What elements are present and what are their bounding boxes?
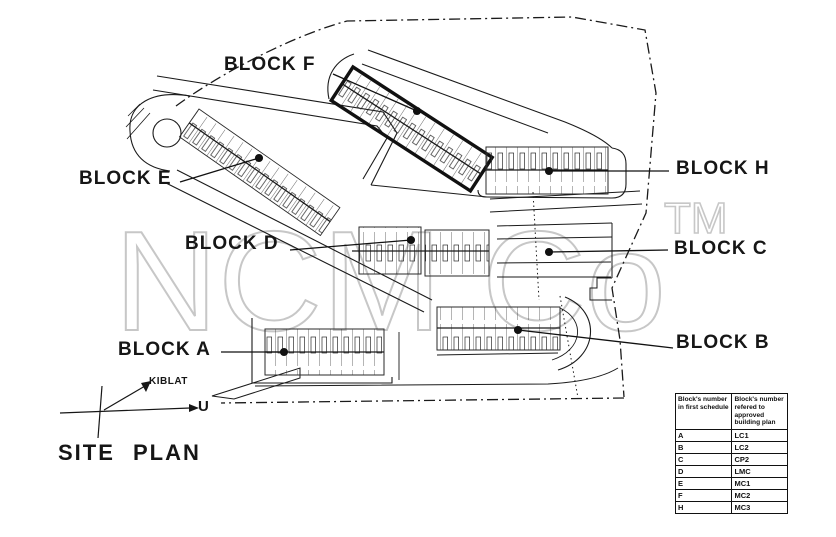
legend-number-cell: MC1: [731, 477, 788, 491]
legend-block-cell: B: [674, 441, 733, 455]
qibla-label: KIBLAT: [149, 376, 188, 387]
block-h-label: BLOCK H: [676, 158, 770, 179]
watermark: NCM Co TM: [113, 193, 728, 362]
block-e-label: BLOCK E: [79, 168, 172, 189]
north-label: U: [198, 398, 209, 415]
block-e-building: [178, 108, 341, 237]
qibla-arrow-icon: [141, 381, 151, 392]
block-f-building: [328, 64, 495, 194]
legend-block-cell: F: [674, 489, 733, 503]
block-c-leader: [544, 247, 669, 257]
legend-block-cell: E: [674, 477, 733, 491]
block-b-building: [436, 306, 561, 351]
north-arrow-icon: [189, 404, 199, 412]
block-e-leader: [179, 153, 264, 183]
block-number-legend-table: Block's number in first schedule Block's…: [674, 392, 788, 515]
legend-number-cell: LC1: [731, 429, 788, 443]
legend-row-e: E MC1: [674, 477, 788, 491]
legend-block-cell: H: [674, 501, 733, 515]
block-a-leader: [221, 347, 289, 357]
legend-number-cell: CP2: [731, 453, 788, 467]
legend-row-b: B LC2: [674, 441, 788, 455]
legend-row-h: H MC3: [674, 501, 788, 515]
legend-row-f: F MC2: [674, 489, 788, 503]
block-a-label: BLOCK A: [118, 339, 211, 360]
block-f-label: BLOCK F: [224, 54, 316, 75]
legend-number-cell: MC3: [731, 501, 788, 515]
legend-row-c: C CP2: [674, 453, 788, 467]
watermark-tm: TM: [664, 194, 728, 243]
block-b-label: BLOCK B: [676, 332, 770, 353]
legend-row-d: D LMC: [674, 465, 788, 479]
legend-block-cell: C: [674, 453, 733, 467]
compass: [59, 381, 199, 439]
legend-header-first-schedule: Block's number in first schedule: [674, 392, 733, 431]
block-d-leader: [289, 235, 416, 251]
legend-block-cell: A: [674, 429, 733, 443]
buildings: [178, 64, 609, 376]
legend-row-a: A LC1: [674, 429, 788, 443]
legend-number-cell: LMC: [731, 465, 788, 479]
cul-de-sac-circle: [152, 118, 182, 148]
block-d-label: BLOCK D: [185, 233, 279, 254]
legend-number-cell: LC2: [731, 441, 788, 455]
block-h-leader: [544, 166, 669, 176]
block-c-label: BLOCK C: [674, 238, 768, 259]
legend-number-cell: MC2: [731, 489, 788, 503]
site-boundary: [175, 16, 657, 404]
block-d-building: [352, 226, 490, 277]
legend-header-approved-plan: Block's number refered to approved build…: [731, 392, 788, 431]
legend-block-cell: D: [674, 465, 733, 479]
block-b-leader: [513, 325, 674, 349]
page-title: SITE PLAN: [58, 440, 201, 465]
legend-header-row: Block's number in first schedule Block's…: [674, 392, 788, 431]
block-f-leader: [332, 73, 422, 116]
leader-lines: [179, 73, 674, 357]
